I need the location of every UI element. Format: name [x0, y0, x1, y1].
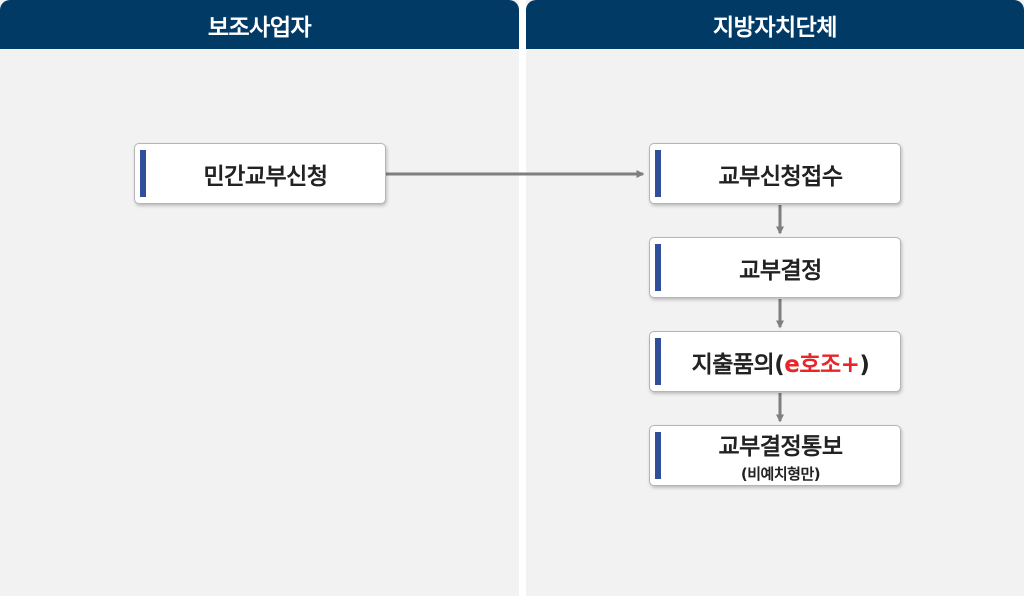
step-label: 교부결정	[661, 238, 900, 297]
lane-grant-recipient	[0, 0, 519, 596]
lane-title-local-government: 지방자치단체	[713, 14, 837, 41]
step-box-grant-decision: 교부결정	[649, 237, 901, 298]
step-box-private-grant-application: 민간교부신청	[134, 143, 386, 204]
step-label: 교부신청접수	[661, 144, 900, 203]
expend-main-text: 지출품의(	[691, 351, 785, 378]
step-text-application-receipt: 교부신청접수	[718, 163, 843, 190]
step-text-decision-notification: 교부결정통보	[718, 434, 843, 460]
step-accent-bar	[655, 338, 661, 385]
system-name-highlight: e호조+	[784, 351, 860, 378]
step-accent-bar	[140, 150, 146, 197]
step-accent-bar	[655, 244, 661, 291]
step-box-decision-notification: 교부결정통보 (비예치형만)	[649, 425, 901, 486]
lane-header-grant-recipient: 보조사업자	[0, 0, 519, 49]
step-accent-bar	[655, 432, 661, 479]
lane-header-local-government: 지방자치단체	[526, 0, 1024, 49]
step-subtext-non-deposit-only: (비예치형만)	[740, 465, 821, 483]
step-accent-bar	[655, 150, 661, 197]
step-label: 민간교부신청	[146, 144, 385, 203]
step-label: 지출품의(e호조+)	[661, 332, 900, 391]
step-box-expenditure-request: 지출품의(e호조+)	[649, 331, 901, 392]
step-label: 교부결정통보 (비예치형만)	[661, 426, 900, 485]
step-text-private-grant-application: 민간교부신청	[203, 163, 328, 190]
lane-local-government	[526, 0, 1024, 596]
step-text-expenditure-request: 지출품의(e호조+)	[692, 345, 870, 379]
step-box-application-receipt: 교부신청접수	[649, 143, 901, 204]
expend-close-paren: )	[859, 351, 870, 378]
lane-title-grant-recipient: 보조사업자	[207, 14, 312, 41]
step-text-grant-decision: 교부결정	[739, 257, 822, 284]
